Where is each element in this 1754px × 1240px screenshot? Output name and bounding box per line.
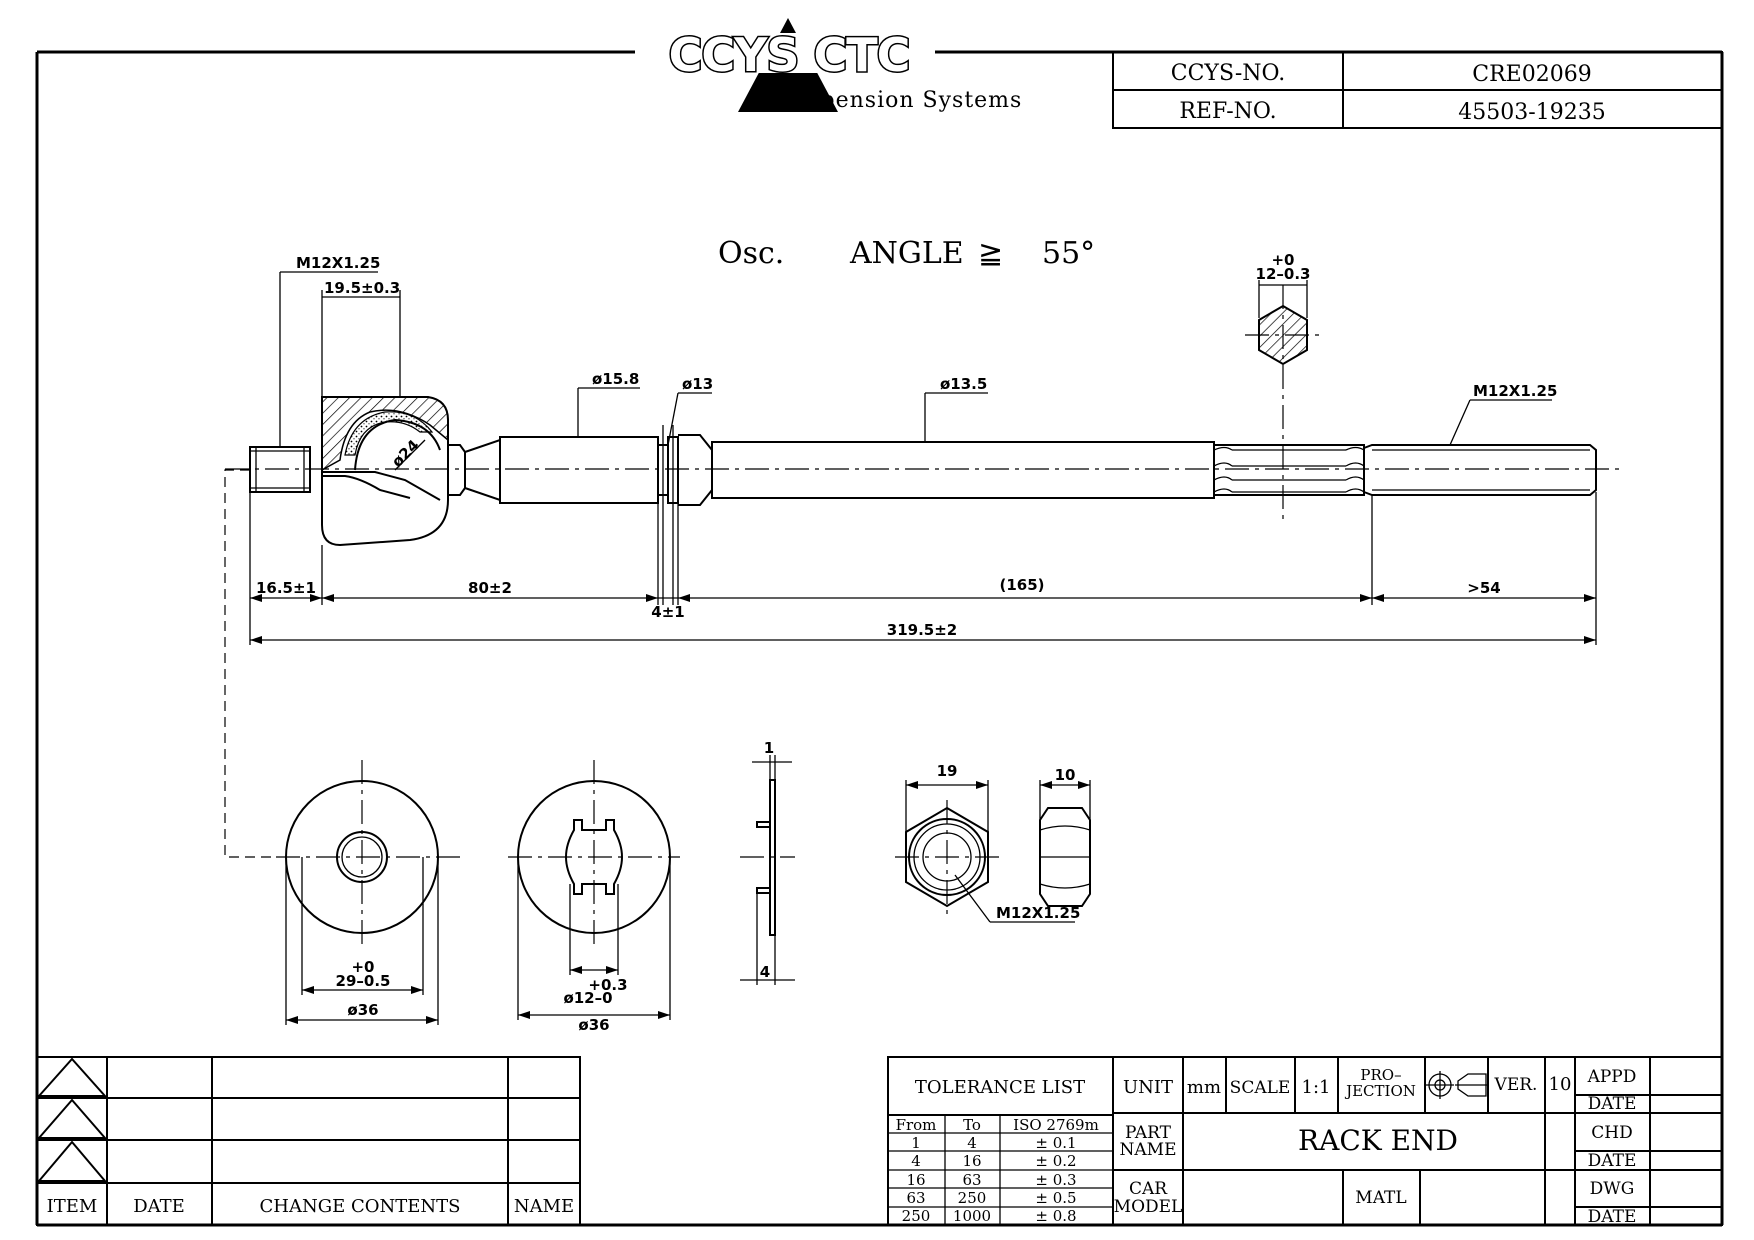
sheet-frame — [35, 50, 1724, 1227]
dia-135-label: ø13.5 — [940, 375, 987, 393]
part-name-label-1: PART — [1125, 1123, 1172, 1143]
ball-dia-label: ø24 — [388, 436, 423, 471]
washer-1-view: +0 29–0.5 ø36 — [276, 760, 460, 1025]
third-angle-projection-icon — [1426, 1071, 1487, 1099]
len-80-label: 80±2 — [468, 579, 512, 597]
projection-label-2: JECTION — [1344, 1082, 1416, 1100]
company-logo: CCYS CTC Suspension Systems — [650, 18, 1022, 113]
w1-tol-top: +0 — [351, 958, 374, 976]
ccys-no-label: CCYS-NO. — [1171, 61, 1286, 86]
tol-row-iso: ± 0.3 — [1035, 1171, 1076, 1189]
tol-row-iso: ± 0.1 — [1035, 1134, 1076, 1152]
tol-row-from: 250 — [902, 1207, 931, 1225]
washer-side-view: 1 4 — [740, 739, 795, 985]
change-table: ITEM DATE CHANGE CONTENTS NAME — [36, 1056, 581, 1226]
change-header-date: DATE — [133, 1196, 185, 1217]
logo-text: CCYS CTC — [669, 28, 910, 82]
tol-row-from: 1 — [911, 1134, 921, 1152]
tol-row-to: 4 — [967, 1134, 977, 1152]
osc-label: Osc. — [718, 236, 784, 271]
nut-thk-label: 10 — [1055, 766, 1076, 784]
dwg-date-label: DATE — [1588, 1207, 1637, 1227]
tol-row-to: 250 — [958, 1189, 987, 1207]
angle-symbol: ≧ — [978, 236, 1003, 271]
ver-label: VER. — [1494, 1075, 1538, 1095]
hex-section: +0 12–0.3 — [1245, 251, 1321, 366]
w2-tol-top: +0.3 — [588, 976, 627, 994]
nut-width-label: 19 — [937, 762, 958, 780]
tol-header-iso: ISO 2769m — [1013, 1116, 1099, 1134]
ball-len-label: 19.5±0.3 — [324, 279, 400, 297]
len-4-label: 4±1 — [651, 603, 684, 621]
appd-date-label: DATE — [1588, 1094, 1637, 1114]
tol-row-to: 63 — [962, 1171, 981, 1189]
title-block: TOLERANCE LIST From To ISO 2769m 1 4 ± 0… — [887, 1056, 1723, 1227]
tol-row-to: 1000 — [953, 1207, 991, 1225]
chd-date-label: DATE — [1588, 1151, 1637, 1171]
washer-2-view: +0.3 ø12–0 ø36 — [508, 760, 680, 1034]
change-header-contents: CHANGE CONTENTS — [260, 1196, 461, 1217]
tol-row-iso: ± 0.5 — [1035, 1189, 1076, 1207]
w2-tol: ø12–0 — [563, 989, 612, 1007]
tol-row-from: 16 — [906, 1171, 925, 1189]
car-model-label-1: CAR — [1129, 1179, 1168, 1199]
len-paren-label: (165) — [999, 576, 1044, 594]
matl-label: MATL — [1355, 1188, 1406, 1208]
ref-no-label: REF-NO. — [1179, 99, 1276, 124]
tol-row-iso: ± 0.8 — [1035, 1207, 1076, 1225]
w2-dia: ø36 — [578, 1016, 609, 1034]
tolerance-rows: 1 4 ± 0.1 4 16 ± 0.2 16 63 ± 0.3 63 250 … — [902, 1134, 1077, 1225]
appd-label: APPD — [1587, 1067, 1637, 1087]
part-name-value: RACK END — [1298, 1124, 1458, 1157]
revision-triangle-2-icon — [36, 1098, 108, 1139]
rack-end-assembly: ø24 — [224, 251, 1620, 858]
scale-label: SCALE — [1230, 1078, 1291, 1098]
change-header-name: NAME — [514, 1196, 574, 1217]
angle-label: ANGLE — [849, 236, 964, 271]
unit-value: mm — [1187, 1077, 1221, 1098]
len-total-label: 319.5±2 — [887, 621, 957, 639]
hex-tol: 12–0.3 — [1256, 265, 1311, 283]
hex-nut-side-view: 10 — [1039, 766, 1091, 907]
tol-header-to: To — [963, 1116, 981, 1134]
scale-value: 1:1 — [1302, 1077, 1331, 1098]
projection-label-1: PRO– — [1360, 1066, 1401, 1084]
w1-tol: 29–0.5 — [336, 972, 391, 990]
hex-nut-front-view: 19 M12X1.25 — [895, 762, 1080, 923]
tolerance-title: TOLERANCE LIST — [915, 1077, 1085, 1098]
revision-triangle-3-icon — [36, 1140, 108, 1182]
revision-triangle-1-icon — [36, 1057, 108, 1097]
logo-subtitle: Suspension Systems — [777, 88, 1022, 113]
unit-label: UNIT — [1123, 1077, 1173, 1098]
tol-header-from: From — [896, 1116, 937, 1134]
car-model-label-2: MODEL — [1114, 1197, 1183, 1217]
part-name-label-2: NAME — [1120, 1140, 1177, 1160]
hex-tol-top: +0 — [1271, 251, 1294, 269]
tol-row-from: 4 — [911, 1152, 921, 1170]
side-bottom-label: 4 — [760, 963, 770, 981]
header-number-box: CCYS-NO. CRE02069 REF-NO. 45503-19235 — [1112, 51, 1723, 129]
ref-no-value: 45503-19235 — [1458, 100, 1605, 125]
angle-value: 55° — [1042, 236, 1095, 271]
chd-label: CHD — [1591, 1123, 1632, 1143]
dwg-label: DWG — [1590, 1179, 1635, 1199]
tol-row-from: 63 — [906, 1189, 925, 1207]
dia-13-label: ø13 — [682, 375, 713, 393]
w1-dia: ø36 — [347, 1001, 378, 1019]
nut-thread-label: M12X1.25 — [996, 904, 1080, 922]
tol-row-iso: ± 0.2 — [1035, 1152, 1076, 1170]
osc-angle-note: Osc. ANGLE ≧ 55° — [718, 236, 1095, 271]
side-top-label: 1 — [764, 739, 774, 757]
dia-158-label: ø15.8 — [592, 370, 639, 388]
thread-left-label: M12X1.25 — [296, 254, 380, 272]
thread-right-label: M12X1.25 — [1473, 382, 1557, 400]
ccys-no-value: CRE02069 — [1472, 62, 1591, 87]
tol-row-to: 16 — [962, 1152, 981, 1170]
len-54-label: >54 — [1467, 579, 1500, 597]
change-header-item: ITEM — [47, 1196, 98, 1217]
len-165-label: 16.5±1 — [256, 579, 316, 597]
ver-value: 10 — [1549, 1074, 1572, 1095]
